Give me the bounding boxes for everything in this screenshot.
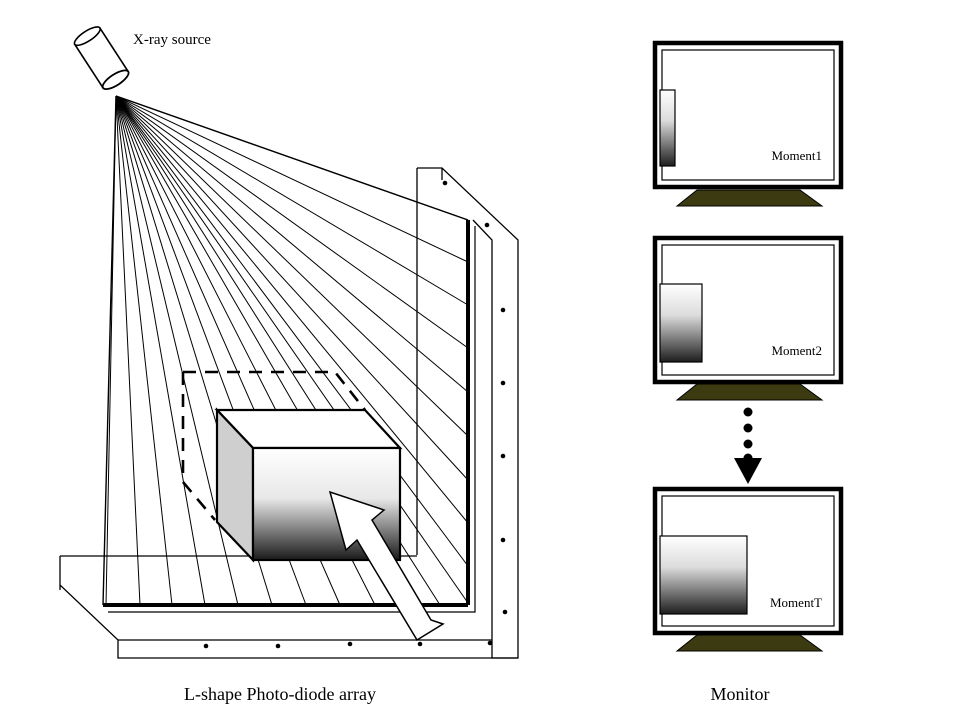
monitor-1-object	[659, 89, 676, 167]
monitor-1: Moment1	[652, 40, 844, 207]
diode-strip-edge	[108, 226, 476, 613]
monitor-1-stand	[675, 189, 824, 207]
xray-beam-line	[115, 95, 173, 606]
panel-dot	[500, 380, 506, 386]
vertical-panel	[416, 167, 519, 659]
xray-beam-line	[115, 95, 469, 524]
array-caption: L-shape Photo-diode array	[184, 684, 376, 704]
panel-dots	[203, 180, 508, 649]
xray-beam-edge	[102, 95, 117, 606]
panel-dot	[347, 641, 353, 647]
xray-beam-line	[115, 95, 469, 481]
panel-dot	[500, 307, 506, 313]
movement-arrow	[328, 490, 445, 642]
monitor-3-label: MomentT	[770, 595, 822, 610]
down-arrow-icon	[734, 458, 762, 484]
panel-dot	[275, 643, 281, 649]
monitor-2-object	[659, 283, 703, 363]
monitor-2: Moment2	[652, 235, 844, 401]
vertical-panel-edge	[472, 219, 493, 640]
xray-beam-line	[115, 95, 239, 606]
panel-dot	[417, 641, 423, 647]
xray-beam-line	[115, 95, 469, 349]
monitor-1-label: Moment1	[771, 148, 822, 163]
monitor-3-stand	[675, 634, 824, 652]
monitor-3: MomentT	[652, 486, 844, 652]
monitor-2-label: Moment2	[771, 343, 822, 358]
panel-dot	[502, 609, 508, 615]
xray-beam-edge	[115, 95, 469, 221]
xray-beam-line	[115, 95, 469, 263]
continuation-dots	[743, 407, 753, 463]
xray-beam-line	[115, 95, 141, 606]
xray-beam-line	[115, 95, 469, 306]
panel-dot	[500, 537, 506, 543]
object-box	[214, 407, 403, 563]
xray-beam-line	[115, 95, 469, 567]
base-panel	[59, 555, 518, 659]
xray-beam-line	[115, 95, 469, 393]
panel-dot	[484, 222, 490, 228]
panel-dot	[442, 180, 448, 186]
xray-beam-line	[115, 95, 469, 604]
monitor-2-stand	[675, 383, 824, 401]
xray-beam-line	[115, 95, 206, 606]
panel-dot	[203, 643, 209, 649]
xray-source-tube	[73, 26, 130, 91]
monitor-caption: Monitor	[710, 684, 769, 704]
l-shape-photodiode-array	[59, 167, 519, 659]
previous-position-outline	[181, 370, 367, 521]
xray-beams	[102, 95, 469, 606]
panel-dot	[487, 640, 493, 646]
monitor-3-object	[659, 535, 748, 615]
xray-beam-line	[115, 95, 469, 437]
panel-dot	[500, 453, 506, 459]
xray-source-label: X-ray source	[133, 32, 211, 48]
